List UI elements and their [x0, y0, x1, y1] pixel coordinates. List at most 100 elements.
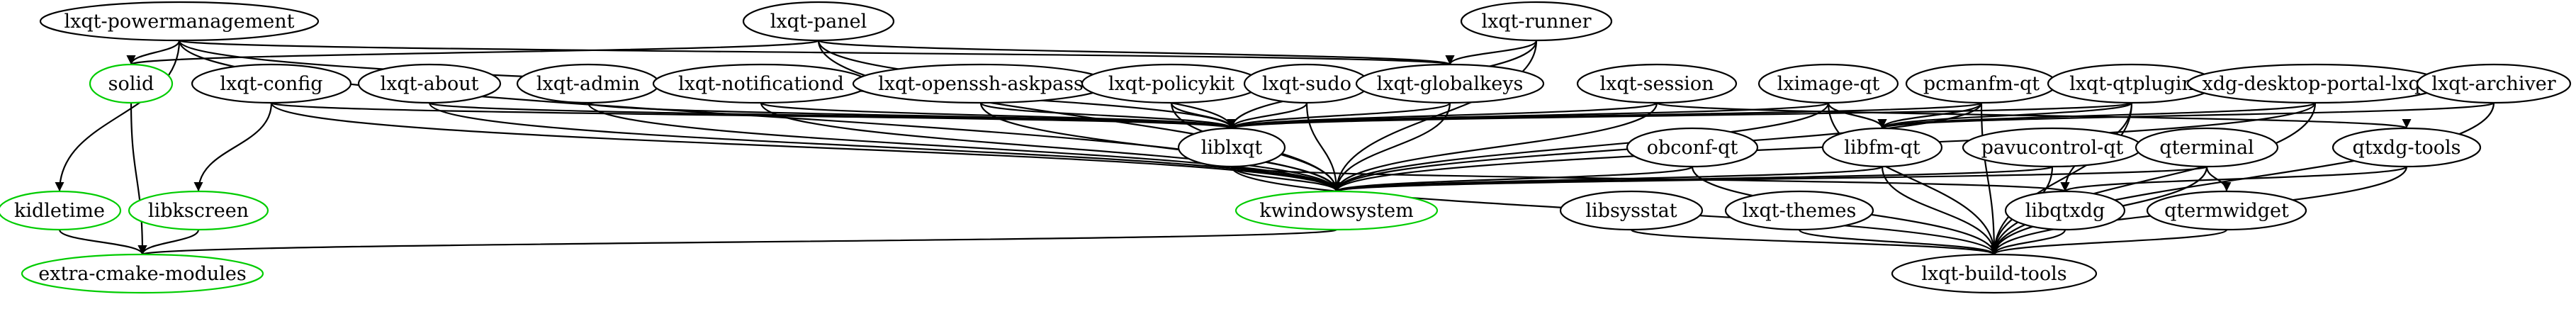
- edge-lxqt-config-to-kwindowsystem: [270, 102, 1342, 192]
- edge-line: [1445, 40, 1538, 65]
- edge-lxqt-config-to-libkscreen: [193, 102, 273, 192]
- node-solid: solid: [89, 63, 174, 104]
- node-label: lxqt-notificationd: [678, 73, 844, 95]
- edge-line: [1827, 102, 1887, 129]
- node-label: lxqt-qtplugin: [2069, 73, 2194, 95]
- node-ellipse: [1559, 190, 1704, 231]
- edge-line: [1798, 228, 1999, 256]
- edge-pavucontrol-qt-to-kwindowsystem: [1332, 165, 2054, 193]
- node-label: kidletime: [14, 200, 105, 222]
- edge-lxqt-sudo-to-kwindowsystem: [1305, 102, 1342, 192]
- node-lximage-qt: lximage-qt: [1757, 63, 1899, 104]
- edge-obconf-qt-to-kwindowsystem: [1332, 165, 1694, 193]
- edge-line: [1881, 166, 1999, 255]
- node-ellipse: [39, 1, 320, 42]
- node-liblxqt: liblxqt: [1177, 127, 1286, 168]
- edge-lximage-qt-to-libfm-qt: [1827, 102, 1887, 129]
- edge-line: [1827, 102, 1999, 255]
- node-label: libkscreen: [148, 200, 249, 222]
- node-label: xdg-desktop-portal-lxqt: [2202, 73, 2428, 95]
- edge-line: [1230, 165, 2069, 193]
- edge-line: [1655, 101, 2411, 130]
- edge-line: [127, 39, 820, 66]
- node-ellipse: [21, 253, 264, 294]
- edge-line: [1980, 102, 1999, 255]
- edge-line: [760, 102, 1342, 192]
- node-lxqt-session: lxqt-session: [1576, 63, 1738, 104]
- node-label: lxqt-globalkeys: [1377, 73, 1524, 95]
- node-lxqt-build-tools: lxqt-build-tools: [1891, 253, 2098, 294]
- node-ellipse: [2135, 127, 2279, 168]
- node-ellipse: [1460, 1, 1613, 42]
- edge-line: [193, 102, 273, 192]
- edge-lxqt-qtplugin-to-lxqt-build-tools: [1989, 102, 2133, 255]
- edge-xdg-desktop-portal-lxqt-to-lxqt-build-tools: [1989, 102, 2317, 255]
- node-label: lxqt-panel: [770, 11, 867, 33]
- node-ellipse: [1821, 127, 1943, 168]
- node-label: lxqt-sudo: [1262, 73, 1351, 95]
- edge-qtermwidget-to-lxqt-build-tools: [1989, 228, 2228, 256]
- node-label: solid: [108, 73, 154, 95]
- edge-lxqt-panel-to-solid: [127, 39, 820, 66]
- edge-line: [979, 102, 1342, 192]
- node-lxqt-config: lxqt-config: [191, 63, 352, 104]
- edge-line: [1332, 102, 1830, 192]
- edge-line: [760, 101, 1237, 130]
- node-lxqt-themes: lxqt-themes: [1724, 190, 1874, 231]
- node-label: qtermwidget: [2164, 200, 2289, 222]
- edge-line: [1878, 101, 2495, 130]
- edge-line: [1989, 102, 2317, 255]
- node-libqtxdg: libqtxdg: [2004, 190, 2126, 231]
- edge-line: [1989, 228, 2228, 256]
- node-kwindowsystem: kwindowsystem: [1234, 190, 1439, 231]
- edge-lxqt-session-to-kwindowsystem: [1332, 102, 1658, 192]
- edge-line: [1989, 102, 2133, 255]
- edge-lxqt-session-to-qtxdg-tools: [1655, 101, 2411, 130]
- node-libsysstat: libsysstat: [1559, 190, 1704, 231]
- node-kidletime: kidletime: [0, 190, 122, 231]
- node-label: lxqt-powermanagement: [64, 11, 295, 33]
- node-obconf-qt: obconf-qt: [1626, 127, 1759, 168]
- node-ellipse: [742, 1, 895, 42]
- edge-lxqt-config-to-liblxqt: [270, 101, 1236, 130]
- node-label: lxqt-session: [1600, 73, 1714, 95]
- edge-line: [587, 101, 1236, 130]
- node-label: lximage-qt: [1777, 73, 1880, 95]
- edge-line: [1332, 165, 1694, 193]
- node-pavucontrol-qt: pavucontrol-qt: [1962, 127, 2143, 168]
- edge-line: [1332, 165, 2054, 193]
- edge-line: [1332, 102, 1658, 192]
- edge-line: [1227, 101, 1830, 130]
- node-lxqt-archiver: lxqt-archiver: [2416, 63, 2572, 104]
- edge-lxqt-admin-to-liblxqt: [587, 101, 1236, 130]
- node-ellipse: [1234, 190, 1439, 231]
- node-lxqt-runner: lxqt-runner: [1460, 1, 1613, 42]
- edge-line: [270, 101, 1236, 130]
- node-label: lxqt-policykit: [1108, 73, 1234, 95]
- edge-line: [1630, 228, 1999, 256]
- node-label: pavucontrol-qt: [1981, 137, 2124, 159]
- edge-line: [1230, 166, 1342, 192]
- edge-lxqt-qtplugin-to-liblxqt: [1227, 101, 2133, 130]
- node-label: lxqt-build-tools: [1921, 263, 2066, 285]
- node-label: lxqt-openssh-askpass: [878, 73, 1084, 95]
- edge-lxqt-openssh-askpass-to-kwindowsystem: [979, 102, 1342, 192]
- edge-line: [1227, 101, 1451, 130]
- node-lxqt-globalkeys: lxqt-globalkeys: [1355, 63, 1545, 104]
- edge-lxqt-notificationd-to-kwindowsystem: [760, 102, 1342, 192]
- edge-line: [1332, 165, 2208, 193]
- edge-lxqt-about-to-kwindowsystem: [428, 102, 1342, 192]
- edge-lxqt-qtplugin-to-libfm-qt: [1877, 101, 2133, 130]
- edge-line: [2060, 165, 2408, 193]
- node-ellipse: [128, 190, 269, 231]
- edge-line: [55, 40, 181, 192]
- node-ellipse: [1757, 63, 1899, 104]
- edge-lxqt-panel-to-lxqt-globalkeys: [817, 39, 1454, 66]
- edge-line: [130, 102, 147, 255]
- node-ellipse: [1724, 190, 1874, 231]
- edge-line: [979, 101, 1237, 130]
- node-label: kwindowsystem: [1259, 200, 1414, 222]
- node-ellipse: [0, 190, 122, 231]
- node-ellipse: [357, 63, 502, 104]
- edge-liblxqt-to-libqtxdg: [1230, 165, 2069, 193]
